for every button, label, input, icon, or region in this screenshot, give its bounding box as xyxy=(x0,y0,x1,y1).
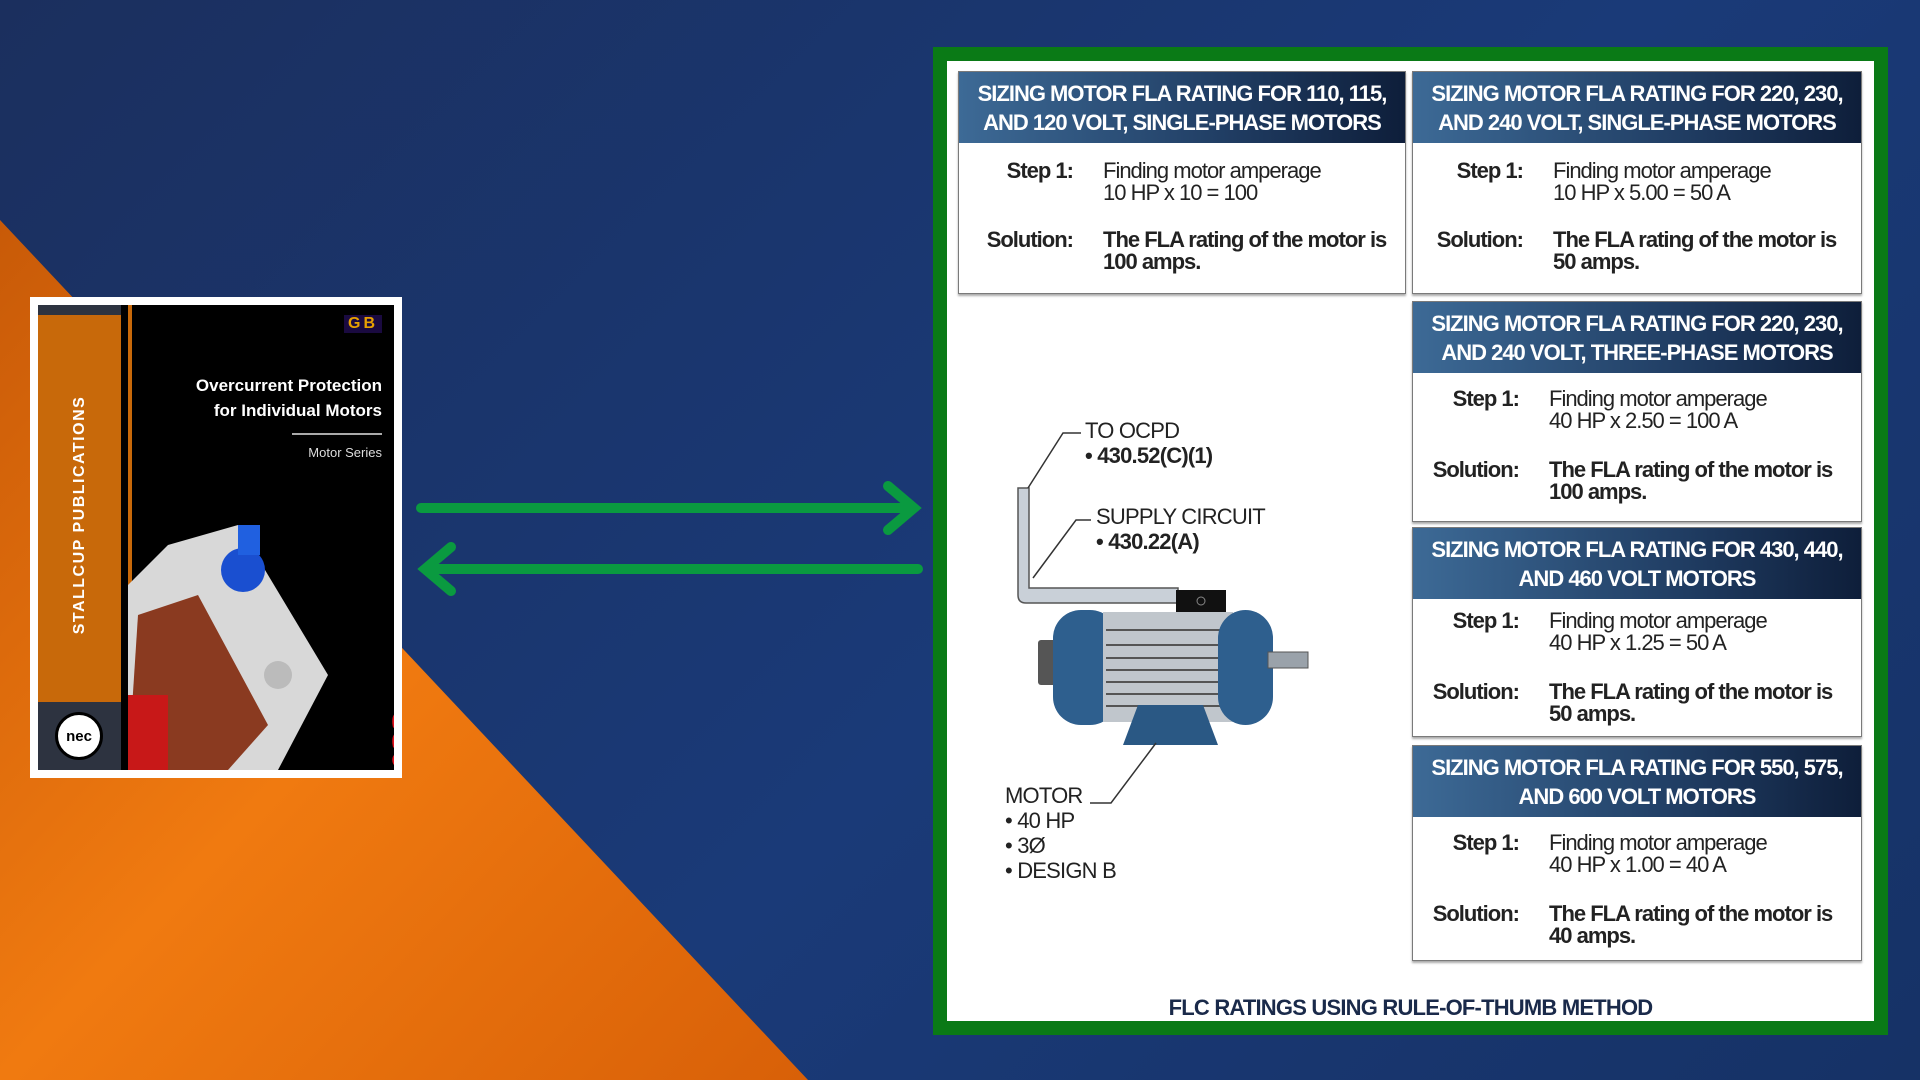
arrow-left-icon xyxy=(417,542,923,596)
fla-box-120v: SIZING MOTOR FLA RATING FOR 110, 115,AND… xyxy=(958,71,1406,294)
gb-logo: GB xyxy=(344,315,382,333)
supply-circuit-label: SUPPLY CIRCUIT• 430.22(A) xyxy=(1096,504,1266,554)
book-year: 2023 xyxy=(383,710,394,770)
diagram-panel: SIZING MOTOR FLA RATING FOR 110, 115,AND… xyxy=(947,61,1874,1021)
book-spine xyxy=(38,305,121,770)
book-series: Motor Series xyxy=(308,445,382,460)
nec-logo: nec xyxy=(55,712,103,760)
fla-box-240v-three: SIZING MOTOR FLA RATING FOR 220, 230,AND… xyxy=(1412,301,1862,522)
arrow-right-icon xyxy=(416,481,922,535)
publisher-name: STALLCUP PUBLICATIONS xyxy=(71,395,88,635)
motor-illustration xyxy=(1017,432,1309,804)
circuit-breaker-image xyxy=(128,525,328,770)
book-cover[interactable]: STALLCUP PUBLICATIONS nec GB Overcurrent… xyxy=(30,297,402,778)
fla-box-240v-single: SIZING MOTOR FLA RATING FOR 220, 230,AND… xyxy=(1412,71,1862,294)
fla-box-600v: SIZING MOTOR FLA RATING FOR 550, 575,AND… xyxy=(1412,745,1862,961)
ocpd-label: TO OCPD• 430.52(C)(1) xyxy=(1085,418,1213,468)
diagram-caption: FLC RATINGS USING RULE-OF-THUMB METHOD xyxy=(1168,995,1654,1020)
motor-label: MOTOR• 40 HP• 3Ø• DESIGN B xyxy=(1005,783,1117,883)
diagram-frame: SIZING MOTOR FLA RATING FOR 110, 115,AND… xyxy=(933,47,1888,1035)
fla-box-460v: SIZING MOTOR FLA RATING FOR 430, 440,AND… xyxy=(1412,527,1862,737)
